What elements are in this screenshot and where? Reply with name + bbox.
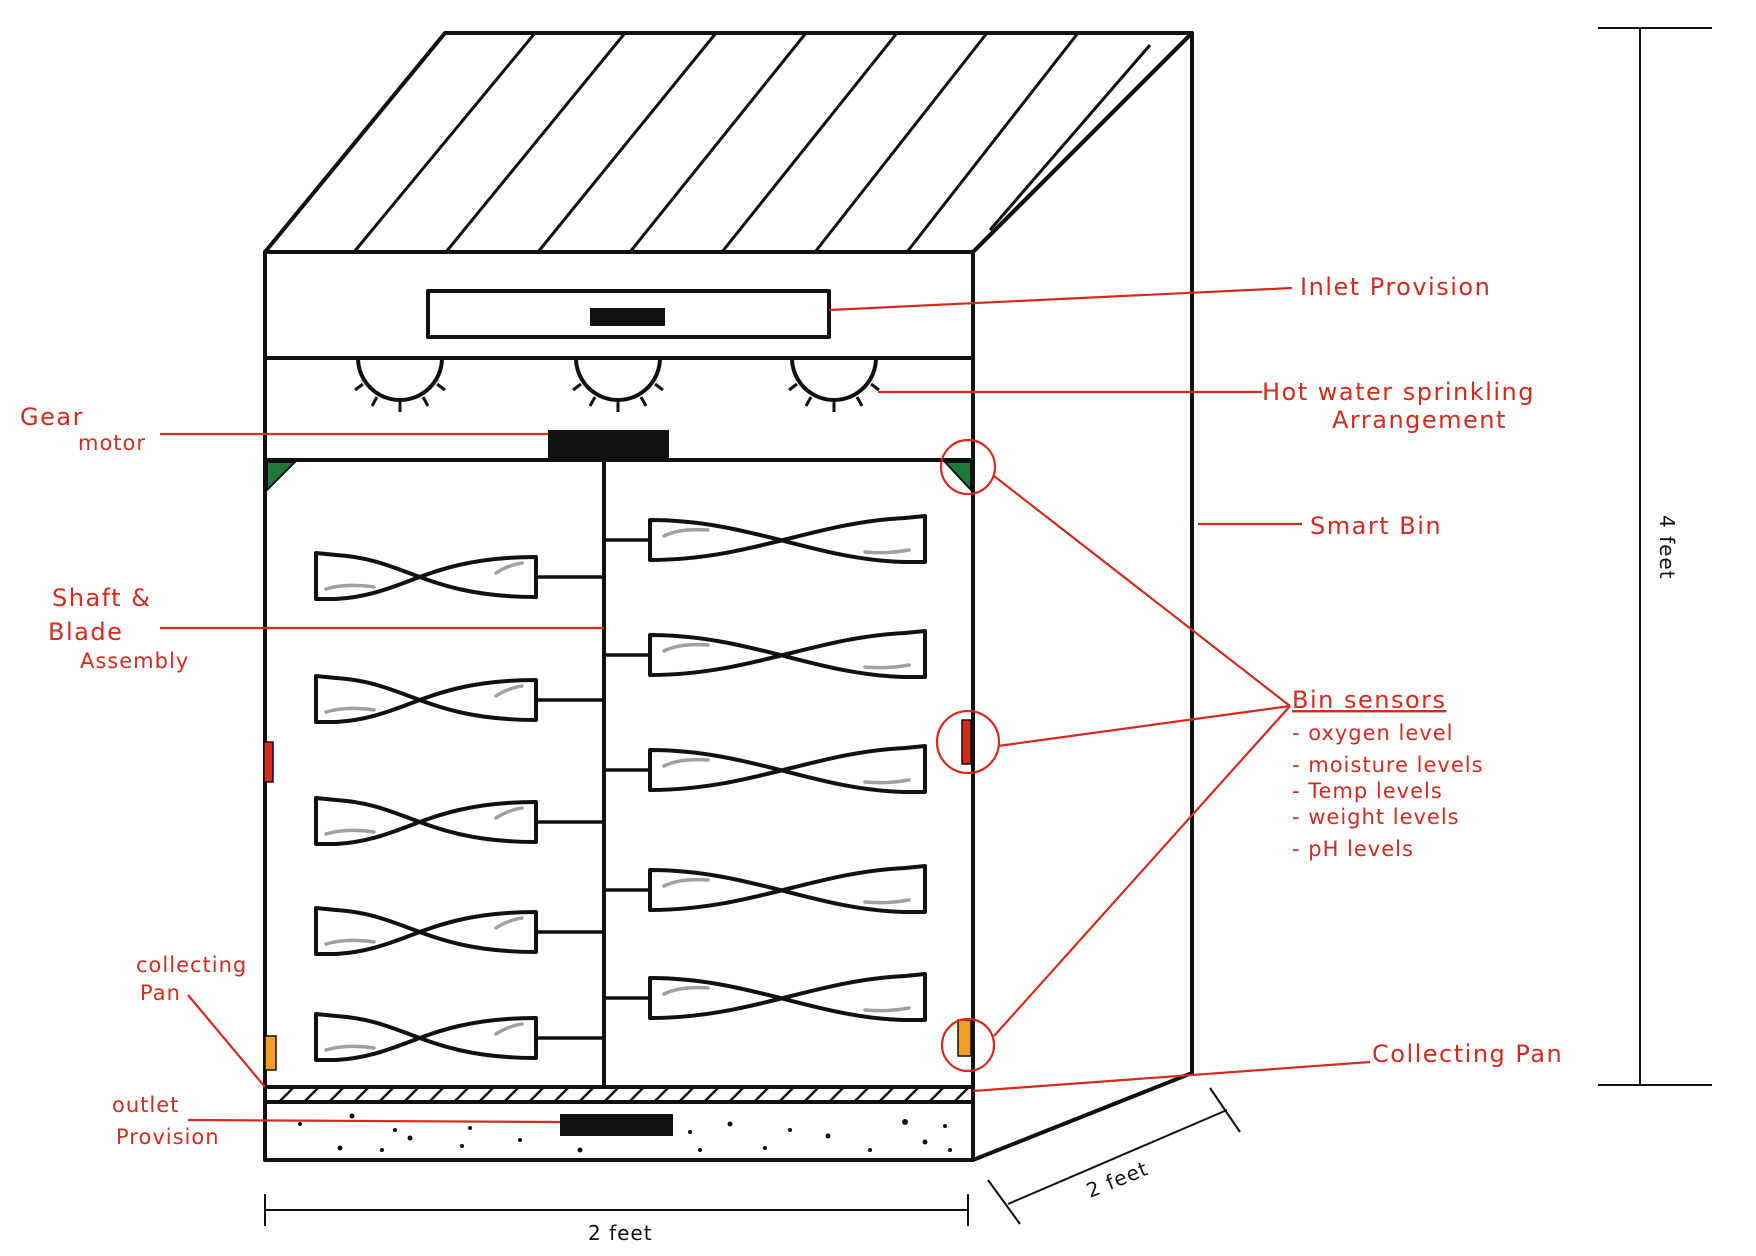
blade (314, 551, 604, 601)
dimension-width (264, 1194, 969, 1226)
sensor-item: - oxygen level (1292, 721, 1453, 745)
label-outlet-line1: outlet (112, 1093, 179, 1117)
compost-dots (298, 1113, 952, 1153)
outlet-slot (560, 1114, 673, 1136)
label-inlet-provision: Inlet Provision (1300, 273, 1491, 301)
bracket-right (942, 461, 972, 493)
sensor-right-orange (957, 1019, 972, 1057)
sensor-item: - moisture levels (1292, 753, 1484, 777)
sensor-left-orange (264, 1035, 277, 1071)
sensor-item: - weight levels (1292, 805, 1460, 829)
label-bin-sensors-title: Bin sensors (1292, 686, 1447, 714)
dimension-depth (987, 1087, 1241, 1225)
top-hatching (352, 32, 1152, 253)
label-outlet-line2: Provision (116, 1125, 220, 1149)
label-gear-line2: motor (78, 431, 146, 455)
sensor-item: - Temp levels (1292, 779, 1443, 803)
label-shaft-line2: Blade (48, 618, 123, 646)
label-hot-water-line2: Arrangement (1332, 406, 1507, 434)
bracket-left (266, 461, 298, 493)
blade-assembly (314, 514, 927, 1062)
blade (314, 796, 604, 846)
collecting-pan-stripes (279, 1087, 969, 1102)
leader-lines (160, 286, 1371, 1124)
gear-motor-block (548, 430, 669, 460)
sensor-item: - pH levels (1292, 837, 1414, 861)
bin-side-face (971, 31, 1194, 1162)
bin-body (263, 31, 1194, 1162)
blade (604, 744, 927, 794)
bin-front-face (263, 250, 975, 1162)
sensor-left-red (263, 741, 274, 783)
blade (604, 972, 927, 1022)
label-gear-line1: Gear (20, 403, 84, 431)
blade (604, 864, 927, 914)
label-shaft-line1: Shaft & (52, 584, 151, 612)
annotations: Inlet Provision Hot water sprinkling Arr… (20, 273, 1563, 1149)
blade (314, 674, 604, 724)
blade (604, 629, 927, 679)
label-collecting-left-line1: collecting (136, 953, 247, 977)
dimension-height (1598, 27, 1712, 1086)
blade (314, 1012, 604, 1062)
label-shaft-line3: Assembly (80, 649, 189, 673)
dimension-depth-label: 2 feet (1083, 1156, 1152, 1202)
dimension-width-label: 2 feet (588, 1221, 653, 1245)
blade (604, 514, 927, 564)
label-smart-bin: Smart Bin (1310, 512, 1442, 540)
label-collecting-left-line2: Pan (140, 981, 181, 1005)
sprinkler-gears (354, 357, 880, 412)
inlet-slot (426, 289, 831, 339)
sensor-right-red (961, 719, 972, 765)
dimension-height-label: 4 feet (1655, 515, 1679, 580)
blade (314, 906, 604, 956)
label-collecting-right: Collecting Pan (1372, 1040, 1563, 1068)
label-hot-water-line1: Hot water sprinkling (1262, 378, 1535, 406)
